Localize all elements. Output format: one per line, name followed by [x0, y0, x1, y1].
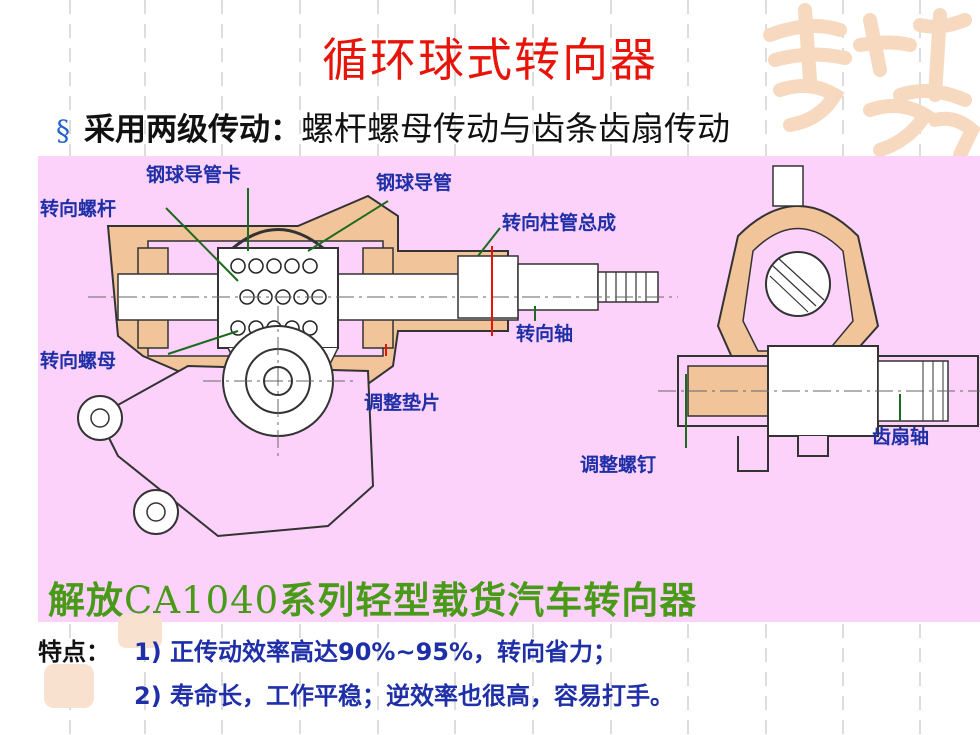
caption-prefix: 解放	[48, 579, 124, 622]
decorative-stamp-icon-2	[44, 664, 94, 708]
feature-line-2: 2) 寿命长，工作平稳；逆效率也很高，容易打手。	[134, 682, 675, 710]
steering-gear-figure: 钢球导管卡 钢球导管 转向螺杆 转向柱管总成 转向轴 转向螺母 调整垫片 齿扇轴…	[38, 156, 980, 622]
label-ball-guide: 钢球导管	[376, 172, 453, 194]
calligraphy-watermark	[763, 3, 980, 160]
caption-suffix: 系列轻型载货汽车转向器	[279, 579, 698, 622]
features-label: 特点：	[38, 638, 110, 666]
section-bullet-icon: §	[56, 114, 70, 147]
slide-title: 循环球式转向器	[322, 33, 658, 87]
label-steering-shaft: 转向轴	[516, 323, 574, 345]
label-steering-screw: 转向螺杆	[40, 198, 117, 220]
label-ball-guide-clamp: 钢球导管卡	[146, 164, 242, 186]
label-adjust-screw: 调整螺钉	[580, 454, 657, 476]
label-sector-shaft: 齿扇轴	[872, 426, 930, 448]
bullet-point: § 采用两级传动：螺杆螺母传动与齿条齿扇传动	[56, 102, 730, 150]
feature-line-1: 1) 正传动效率高达90%~95%，转向省力；	[134, 638, 618, 666]
label-column-assembly: 转向柱管总成	[502, 212, 617, 234]
bullet-lead: 采用两级传动：	[84, 112, 301, 148]
features-block: 特点： 1) 正传动效率高达90%~95%，转向省力； 2) 寿命长，工作平稳；…	[38, 632, 674, 710]
decorative-stamp-icon	[118, 614, 162, 648]
label-shim: 调整垫片	[364, 392, 441, 414]
label-steering-nut: 转向螺母	[40, 350, 117, 372]
bullet-text: 螺杆螺母传动与齿条齿扇传动	[301, 109, 730, 148]
steering-gear-drawing	[77, 165, 980, 538]
